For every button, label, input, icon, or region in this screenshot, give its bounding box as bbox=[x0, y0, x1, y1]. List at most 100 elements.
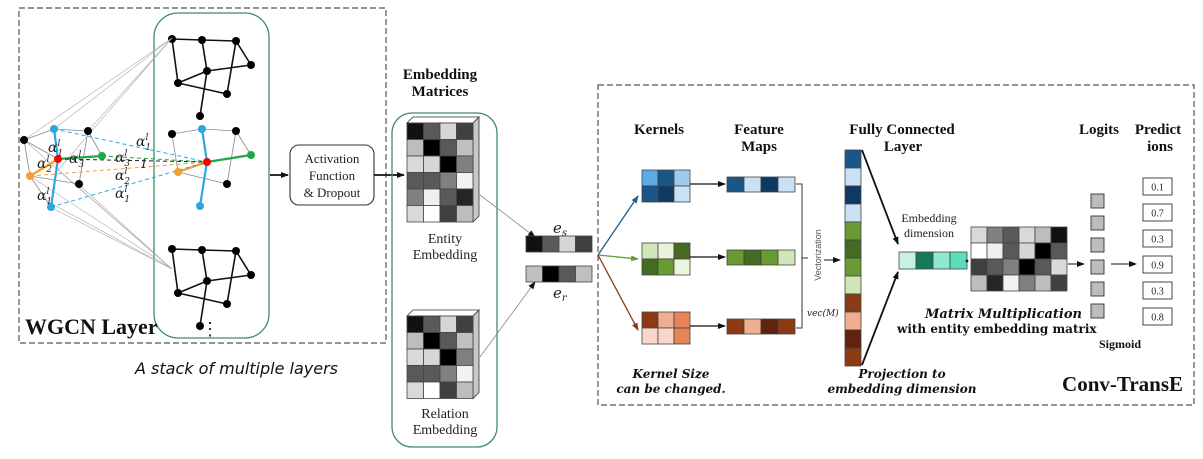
kernel-cell bbox=[641, 258, 659, 276]
graph-node bbox=[196, 322, 204, 330]
entity-matrix-t-cell bbox=[1050, 226, 1068, 244]
arrow-relation-lookup bbox=[479, 281, 536, 358]
entity-matrix-t-cell bbox=[1018, 258, 1036, 276]
graph-node bbox=[232, 37, 240, 45]
entity-matrix-cell bbox=[406, 139, 424, 157]
edge-alpha1 bbox=[52, 128, 60, 160]
entity-matrix-t-cell bbox=[986, 258, 1004, 276]
logits-label: Logits bbox=[1079, 122, 1119, 138]
entity-matrix-t-cell bbox=[986, 274, 1004, 292]
wgcn-stack-caption: A stack of multiple layers bbox=[134, 359, 338, 378]
entity-matrix-t-cell bbox=[1002, 258, 1020, 276]
wgcn-layer-panel: WGCN Layer A stack of multiple layers αl… bbox=[18, 7, 387, 378]
entity-matrix-t-cell bbox=[970, 258, 988, 276]
entity-matrix-cell bbox=[439, 188, 457, 206]
edge-alpha1 bbox=[200, 128, 209, 163]
fc-cell bbox=[844, 311, 862, 331]
embedding-vector-cell bbox=[898, 251, 917, 270]
entity-matrix-cell bbox=[456, 172, 474, 190]
entity-matrix-cell bbox=[423, 172, 441, 190]
entity-matrix-cell bbox=[439, 139, 457, 157]
feature-map-cell bbox=[726, 318, 745, 335]
entity-embedding-label-2: Embedding bbox=[413, 248, 478, 263]
kernel-cell bbox=[673, 327, 691, 345]
relation-matrix-cell bbox=[439, 381, 457, 399]
graph-edge bbox=[29, 175, 52, 208]
fc-layer-label-2: Layer bbox=[884, 139, 923, 155]
er-cell bbox=[558, 265, 576, 283]
relation-matrix-cell bbox=[456, 365, 474, 383]
matrix-side-face bbox=[472, 309, 480, 400]
es-label: es bbox=[553, 219, 567, 239]
relation-matrix-cell bbox=[456, 332, 474, 350]
graph-node bbox=[198, 125, 206, 133]
logit-cell bbox=[1090, 193, 1105, 209]
es-vector bbox=[525, 235, 593, 253]
er-cell bbox=[542, 265, 560, 283]
es-cell bbox=[542, 235, 560, 253]
predictions-label-1: Predict bbox=[1135, 122, 1181, 138]
graph-edge bbox=[206, 64, 252, 72]
graph-edge bbox=[171, 38, 179, 84]
graph-edge bbox=[177, 292, 228, 305]
entity-matrix-cell bbox=[406, 172, 424, 190]
logit-cell bbox=[1090, 281, 1105, 297]
fc-cell bbox=[844, 149, 862, 169]
graph-node bbox=[174, 168, 182, 176]
entity-matrix-t-cell bbox=[986, 226, 1004, 244]
feature-maps-label-2: Maps bbox=[741, 139, 777, 155]
er-cell bbox=[525, 265, 543, 283]
conv-transe-panel: Conv-TransE Kernels Feature Maps Fully C… bbox=[597, 84, 1195, 406]
feature-map-cell bbox=[743, 318, 762, 335]
logit-cell bbox=[1090, 259, 1105, 275]
graph-edge bbox=[226, 250, 237, 305]
graph-node bbox=[196, 112, 204, 120]
layer-connection-line bbox=[57, 37, 173, 171]
relation-embedding-matrix bbox=[406, 309, 480, 400]
relation-embedding-label-1: Relation bbox=[421, 407, 468, 422]
feature-map-cell bbox=[726, 176, 745, 193]
graph-edge bbox=[23, 139, 59, 160]
relation-matrix-cell bbox=[456, 348, 474, 366]
graph-node bbox=[198, 36, 206, 44]
fc-cell bbox=[844, 203, 862, 223]
fc-layer-label-1: Fully Connected bbox=[849, 122, 955, 138]
feature-map-cell bbox=[743, 176, 762, 193]
relation-matrix-cell bbox=[439, 365, 457, 383]
graph-edge bbox=[201, 128, 237, 132]
arrow-to-kernel-2 bbox=[597, 254, 639, 262]
graph-edge bbox=[171, 38, 203, 41]
entity-matrix-t-cell bbox=[1018, 226, 1036, 244]
kernels bbox=[641, 169, 691, 345]
message-passing-line bbox=[101, 155, 208, 163]
prediction-box bbox=[1142, 307, 1173, 326]
layer-connection-line bbox=[29, 175, 173, 270]
kernel-cell bbox=[657, 311, 675, 329]
graph-node bbox=[247, 61, 255, 69]
predictions-label-2: ions bbox=[1147, 139, 1173, 155]
graph-node bbox=[232, 247, 240, 255]
prediction-value: 0.3 bbox=[1151, 235, 1164, 246]
entity-embedding-label-1: Entity bbox=[428, 232, 462, 247]
embedding-matrices-box bbox=[391, 112, 498, 448]
kernel-cell bbox=[657, 185, 675, 203]
self-loop-weight-label: 1 bbox=[140, 157, 148, 171]
matrix-top-face bbox=[406, 116, 480, 124]
kernel-cell bbox=[657, 327, 675, 345]
entity-matrix-cell bbox=[456, 122, 474, 140]
graph-edge bbox=[171, 248, 179, 294]
embedding-vector-cell bbox=[932, 251, 951, 270]
es-cell bbox=[558, 235, 576, 253]
feature-map-cell bbox=[777, 318, 796, 335]
graph-edge bbox=[171, 248, 203, 251]
matmul-note-1: Matrix Multiplication bbox=[924, 307, 1082, 322]
embedding-dimension-vector bbox=[898, 251, 968, 270]
fc-cell bbox=[844, 347, 862, 367]
prediction-box bbox=[1142, 229, 1173, 248]
graph-edge bbox=[201, 249, 208, 282]
layer-connection-line bbox=[77, 183, 173, 270]
relation-matrix-cell bbox=[439, 332, 457, 350]
